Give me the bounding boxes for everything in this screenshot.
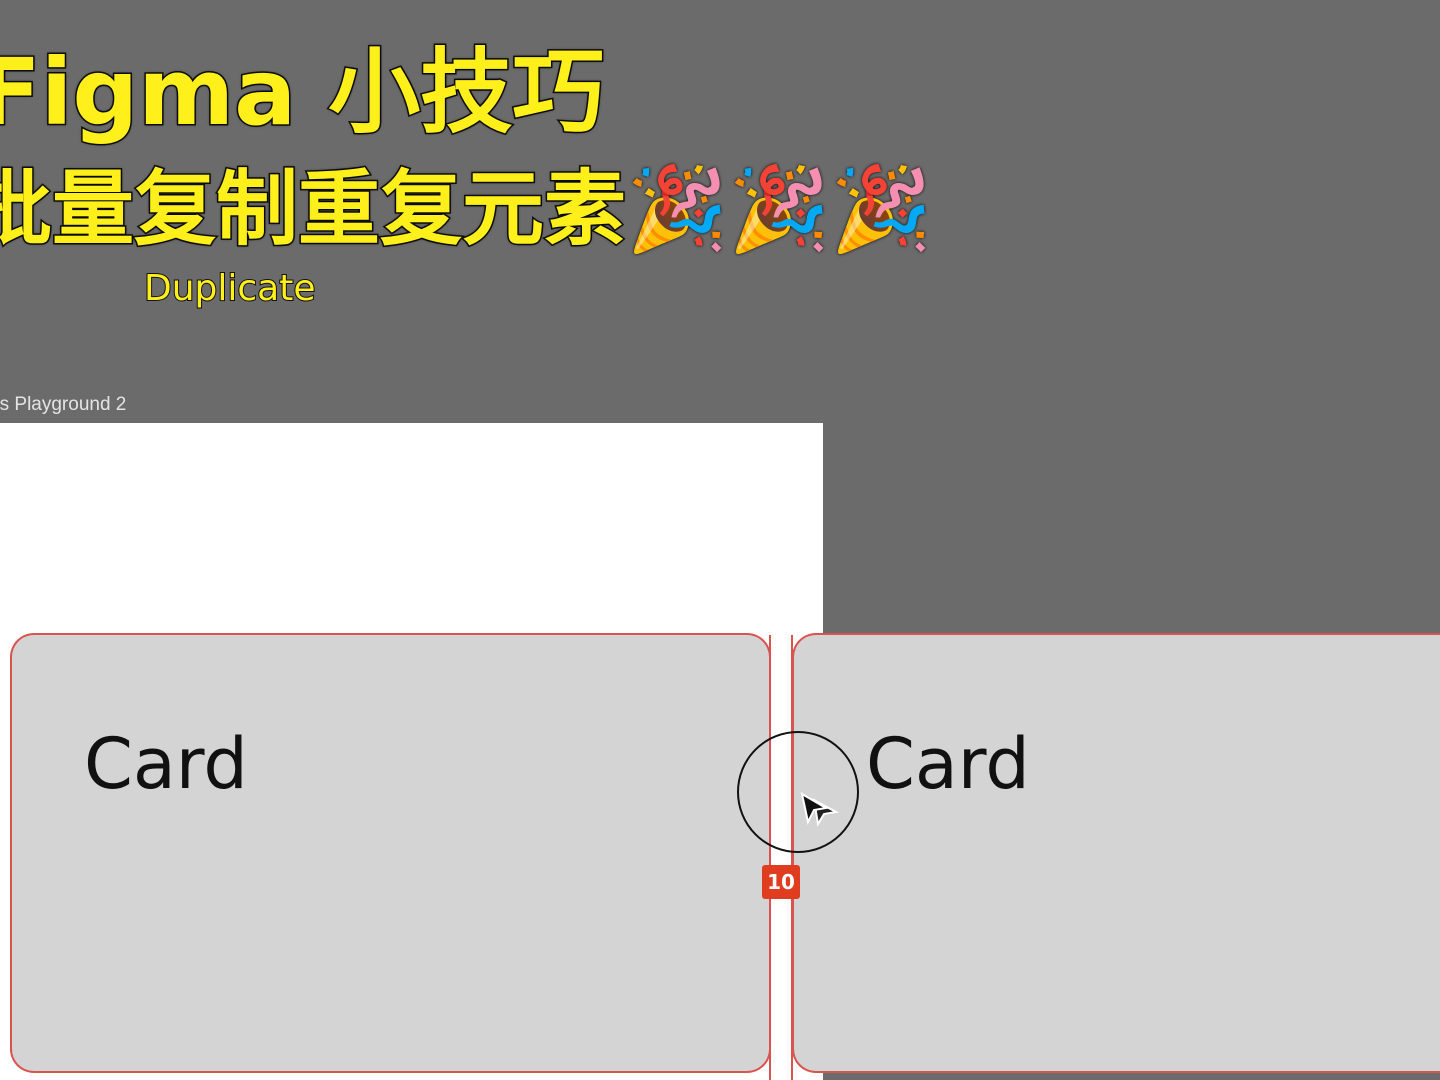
caption: Duplicate — [143, 267, 317, 310]
card-1[interactable]: Card — [12, 635, 769, 1071]
card-2[interactable]: Card — [794, 635, 1440, 1071]
video-title: Figma 小技巧 — [0, 38, 606, 148]
spacing-guide — [791, 635, 793, 1080]
card-label: Card — [866, 723, 1030, 805]
card-label: Card — [84, 723, 248, 805]
click-indicator — [737, 731, 859, 853]
frame-label[interactable]: 's Playground 2 — [0, 394, 127, 415]
spacing-guide — [769, 635, 771, 1080]
video-subtitle: 批量复制重复元素🎉🎉🎉 — [0, 161, 934, 259]
spacing-badge: 10 — [762, 865, 800, 899]
cursor-icon — [800, 792, 840, 827]
